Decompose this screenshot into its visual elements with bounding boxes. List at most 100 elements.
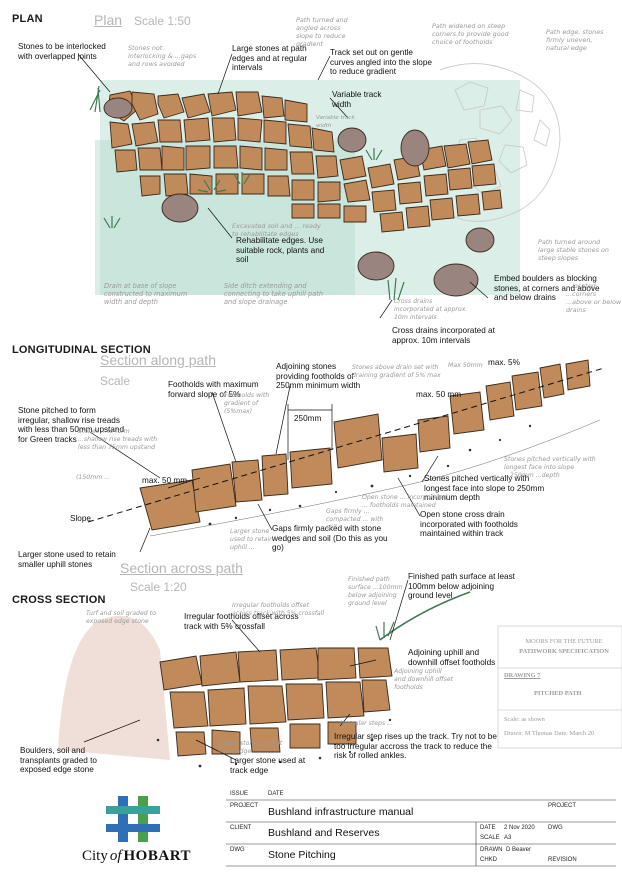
spec-drawing: DRAWING 7 xyxy=(504,672,541,679)
logo-text-hobart: HOBART xyxy=(123,848,191,864)
long-stone-profile xyxy=(139,359,591,531)
label-finished-surface: Finished path surface at least 100mm bel… xyxy=(408,572,515,601)
tb-dwg-label: DWG xyxy=(230,847,245,853)
cross-sketch-note-4: Adjoining uphill and downhill offset foo… xyxy=(394,668,454,691)
tb-issue-label: ISSUE xyxy=(230,791,249,797)
cross-leaders xyxy=(83,579,409,761)
city-logo-mark xyxy=(106,796,160,842)
long-sketch-note-4: Stones above drain set with draining gra… xyxy=(352,364,441,379)
long-sketch-note-5: Max 50mm xyxy=(448,362,483,369)
plan-sketch-note-6: Excavated soil and ... ready to rehabili… xyxy=(232,222,321,238)
tb-date-value: 2 Nov 2020 xyxy=(504,825,535,831)
label-open-drain: Open stone cross drain incorporated with… xyxy=(420,510,518,539)
spec-scale: Scale: as shown xyxy=(504,716,545,723)
cross-sketch-note-6: Irregular steps ... xyxy=(340,720,394,727)
tb-client-label: CLIENT xyxy=(230,825,252,831)
logo-text-of: of xyxy=(109,848,122,864)
label-track-set-out: Track set out on gentle curves angled in… xyxy=(330,48,432,77)
long-dim-250 xyxy=(287,404,333,460)
cross-sketch-note-3: Finished path surface ...100mm below adj… xyxy=(348,576,403,607)
tb-revision-label: REVISION xyxy=(548,857,577,863)
plan-sketch-note-2: Path turned and angled across slope to r… xyxy=(296,16,348,48)
tb-drawn-value: D Beaver xyxy=(506,847,532,853)
plan-sketch-note-11: ...located ...corners ...above or below … xyxy=(566,282,622,314)
long-gravel xyxy=(208,424,532,526)
long-sketch-note-7: Open stone ... incorporated ... foothold… xyxy=(362,494,448,509)
long-sketch-note-8: Gaps firmly ... compacted ... with soil xyxy=(326,508,384,531)
plan-sketch-note-10: Path turned around large stable stones o… xyxy=(538,238,609,262)
label-irregular-footholds: Irregular footholds offset across track … xyxy=(184,612,299,631)
plan-sketch-note-1: Stones not interlocking & ...gaps and ro… xyxy=(128,44,197,68)
long-sketch-note-6: Stones pitched vertically with longest f… xyxy=(504,456,596,479)
cross-sketch-note-5: Larger stone used at track edge xyxy=(218,740,283,755)
long-leaders xyxy=(89,385,439,553)
label-gaps: Gaps firmly packed with stone wedges and… xyxy=(272,524,388,553)
tb-project-value: Bushland infrastructure manual xyxy=(268,806,414,818)
label-adjoining-stones: Adjoining stones providing footholds of … xyxy=(276,362,361,391)
cross-mound-left xyxy=(58,615,170,760)
cross-stones xyxy=(159,647,393,757)
label-stone-pitched: Stone pitched to form irregular, shallow… xyxy=(18,406,125,444)
plan-boulders xyxy=(103,97,495,297)
label-large-stones: Large stones at path edges and at regula… xyxy=(232,44,308,73)
cross-sketch-note-1: Turf and soil graded to exposed edge sto… xyxy=(86,610,156,625)
tb-scale-value: A3 xyxy=(504,835,512,841)
title-block-grid xyxy=(226,799,616,867)
spec-title-1: MOORS FOR THE FUTURE xyxy=(525,638,603,645)
plan-sketch-right xyxy=(439,63,561,222)
label-boulders-graded: Boulders, soil and transplants graded to… xyxy=(20,746,97,775)
tb-chkd-label: CHKD xyxy=(480,857,498,863)
long-sketch-note-2: Stones ...to form ...shallow rise treads… xyxy=(78,428,158,451)
label-max50-left: max. 50 mm xyxy=(142,476,188,485)
tb-dwg-label-right: DWG xyxy=(548,825,563,831)
cross-heading: CROSS SECTION xyxy=(12,594,106,606)
tb-date-label: DATE xyxy=(268,791,284,797)
tb-scale-label: SCALE xyxy=(480,835,500,841)
label-dim-250: 250mm xyxy=(294,414,322,423)
plan-sketch-note-3: Path widened on steep corners to provide… xyxy=(432,22,509,46)
label-larger-stone: Larger stone used to retain smaller uphi… xyxy=(18,550,116,569)
label-slope: Slope xyxy=(70,514,91,523)
spec-drawn: Drawn: M Thomas Date: March 20 xyxy=(504,730,595,737)
long-sketch-note-1: Footholds with gradient of (5%max) xyxy=(224,392,270,415)
label-irregular-step: Irregular step rises up the track. Try n… xyxy=(334,732,497,761)
label-variable-width: Variable track width xyxy=(332,90,382,109)
label-max5: max. 5% xyxy=(488,358,520,367)
long-soil-hatch xyxy=(149,419,601,537)
tb-date-label-2: DATE xyxy=(480,825,496,831)
plan-grass xyxy=(89,85,405,301)
logo-text-city: City xyxy=(82,848,108,864)
plan-sketch-note-7: Drain at base of slope constructed to ma… xyxy=(104,282,188,306)
plan-leaders xyxy=(77,53,489,319)
label-embed-boulders: Embed boulders as blocking stones, at co… xyxy=(494,274,600,303)
long-heading: LONGITUDINAL SECTION xyxy=(12,344,151,356)
plan-stone-path xyxy=(107,90,503,233)
label-pitched-vertically: Stones pitched vertically with longest f… xyxy=(424,474,545,503)
label-interlocked: Stones to be interlocked with overlapped… xyxy=(18,42,106,61)
label-max50-right: max. 50 mm xyxy=(416,390,462,399)
label-footholds: Footholds with maximum forward slope of … xyxy=(168,380,259,399)
tb-project-label-right: PROJECT xyxy=(548,803,577,809)
plan-sketch-note-8: Side ditch extending and connecting to t… xyxy=(224,282,324,306)
cross-scale: Scale 1:20 xyxy=(130,580,187,594)
label-larger-edge: Larger stone used at track edge xyxy=(230,756,306,775)
cross-grass xyxy=(375,621,395,641)
tb-client-value: Bushland and Reserves xyxy=(268,827,380,839)
spec-sheet-box xyxy=(497,625,622,749)
long-sketch-heading: Section along path xyxy=(100,352,216,368)
plan-sketch-note-5: Variable track width xyxy=(316,115,355,129)
tb-dwg-value: Stone Pitching xyxy=(268,849,336,861)
label-rehabilitate: Rehabilitate edges. Use suitable rock, p… xyxy=(236,236,325,265)
spec-title-2: PATHWORK SPECIFICATION xyxy=(519,648,609,655)
cross-gravel xyxy=(156,718,392,768)
plan-sketch-note-9: Cross drains incorporated at approx. 10m… xyxy=(394,298,468,321)
plan-sketch-note-4: Path edge, stones firmly uneven, natural… xyxy=(546,28,604,52)
label-adjoining-offset: Adjoining uphill and downhill offset foo… xyxy=(408,648,496,667)
plan-sketch-heading: Plan xyxy=(94,12,123,28)
long-sketch-note-9: Larger stone used to retain uphill ... xyxy=(230,528,274,551)
long-scale: Scale xyxy=(100,374,131,388)
plan-heading: PLAN xyxy=(12,13,43,25)
label-cross-drains: Cross drains incorporated at approx. 10m… xyxy=(392,326,495,345)
